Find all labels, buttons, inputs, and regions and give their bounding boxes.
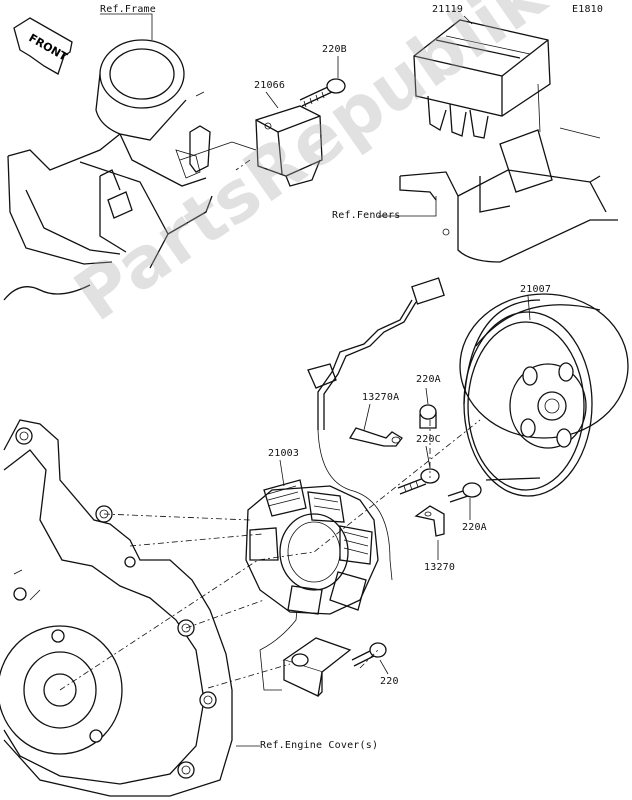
assembly-lines <box>59 159 481 691</box>
rotor-21007-drawing <box>459 293 629 497</box>
pickup-coil-drawing <box>282 637 352 697</box>
bolt-220b-drawing <box>299 78 346 108</box>
clamp-13270-drawing <box>414 505 445 537</box>
engine-cover-reference-drawing <box>0 419 233 797</box>
front-arrow-icon: FRONT <box>13 17 73 75</box>
label-part-13270: 13270 <box>424 562 456 573</box>
label-ref-engine-cover: Ref.Engine Cover(s) <box>260 740 379 751</box>
label-diagram-code: E1810 <box>572 4 604 15</box>
label-part-21119: 21119 <box>432 4 464 15</box>
front-arrow-text: FRONT <box>27 31 70 64</box>
bolt-220a-right-drawing <box>447 482 482 503</box>
label-part-21003: 21003 <box>268 448 300 459</box>
stator-wiring-drawing <box>259 277 445 691</box>
label-ref-frame: Ref.Frame <box>100 4 156 15</box>
bolt-220c-drawing <box>397 468 440 495</box>
label-part-21066: 21066 <box>254 80 286 91</box>
stator-21003-drawing <box>245 479 379 615</box>
label-ref-fenders: Ref.Fenders <box>332 210 401 221</box>
label-part-21007: 21007 <box>520 284 552 295</box>
frame-reference-drawing <box>3 39 233 301</box>
label-part-220: 220 <box>380 676 399 687</box>
label-part-220a-right: 220A <box>462 522 487 533</box>
fenders-reference-drawing <box>399 127 618 263</box>
label-part-13270a: 13270A <box>362 392 400 403</box>
clamp-13270a-drawing <box>348 427 403 447</box>
label-part-220b: 220B <box>322 44 347 55</box>
bolt-220a-top-drawing <box>419 404 437 429</box>
bolt-220-drawing <box>351 642 387 667</box>
regulator-21119-drawing <box>413 19 551 139</box>
relay-21066-drawing <box>231 105 323 187</box>
label-part-220a-top: 220A <box>416 374 441 385</box>
label-part-220c: 220C <box>416 434 441 445</box>
leader-lines <box>100 13 531 747</box>
